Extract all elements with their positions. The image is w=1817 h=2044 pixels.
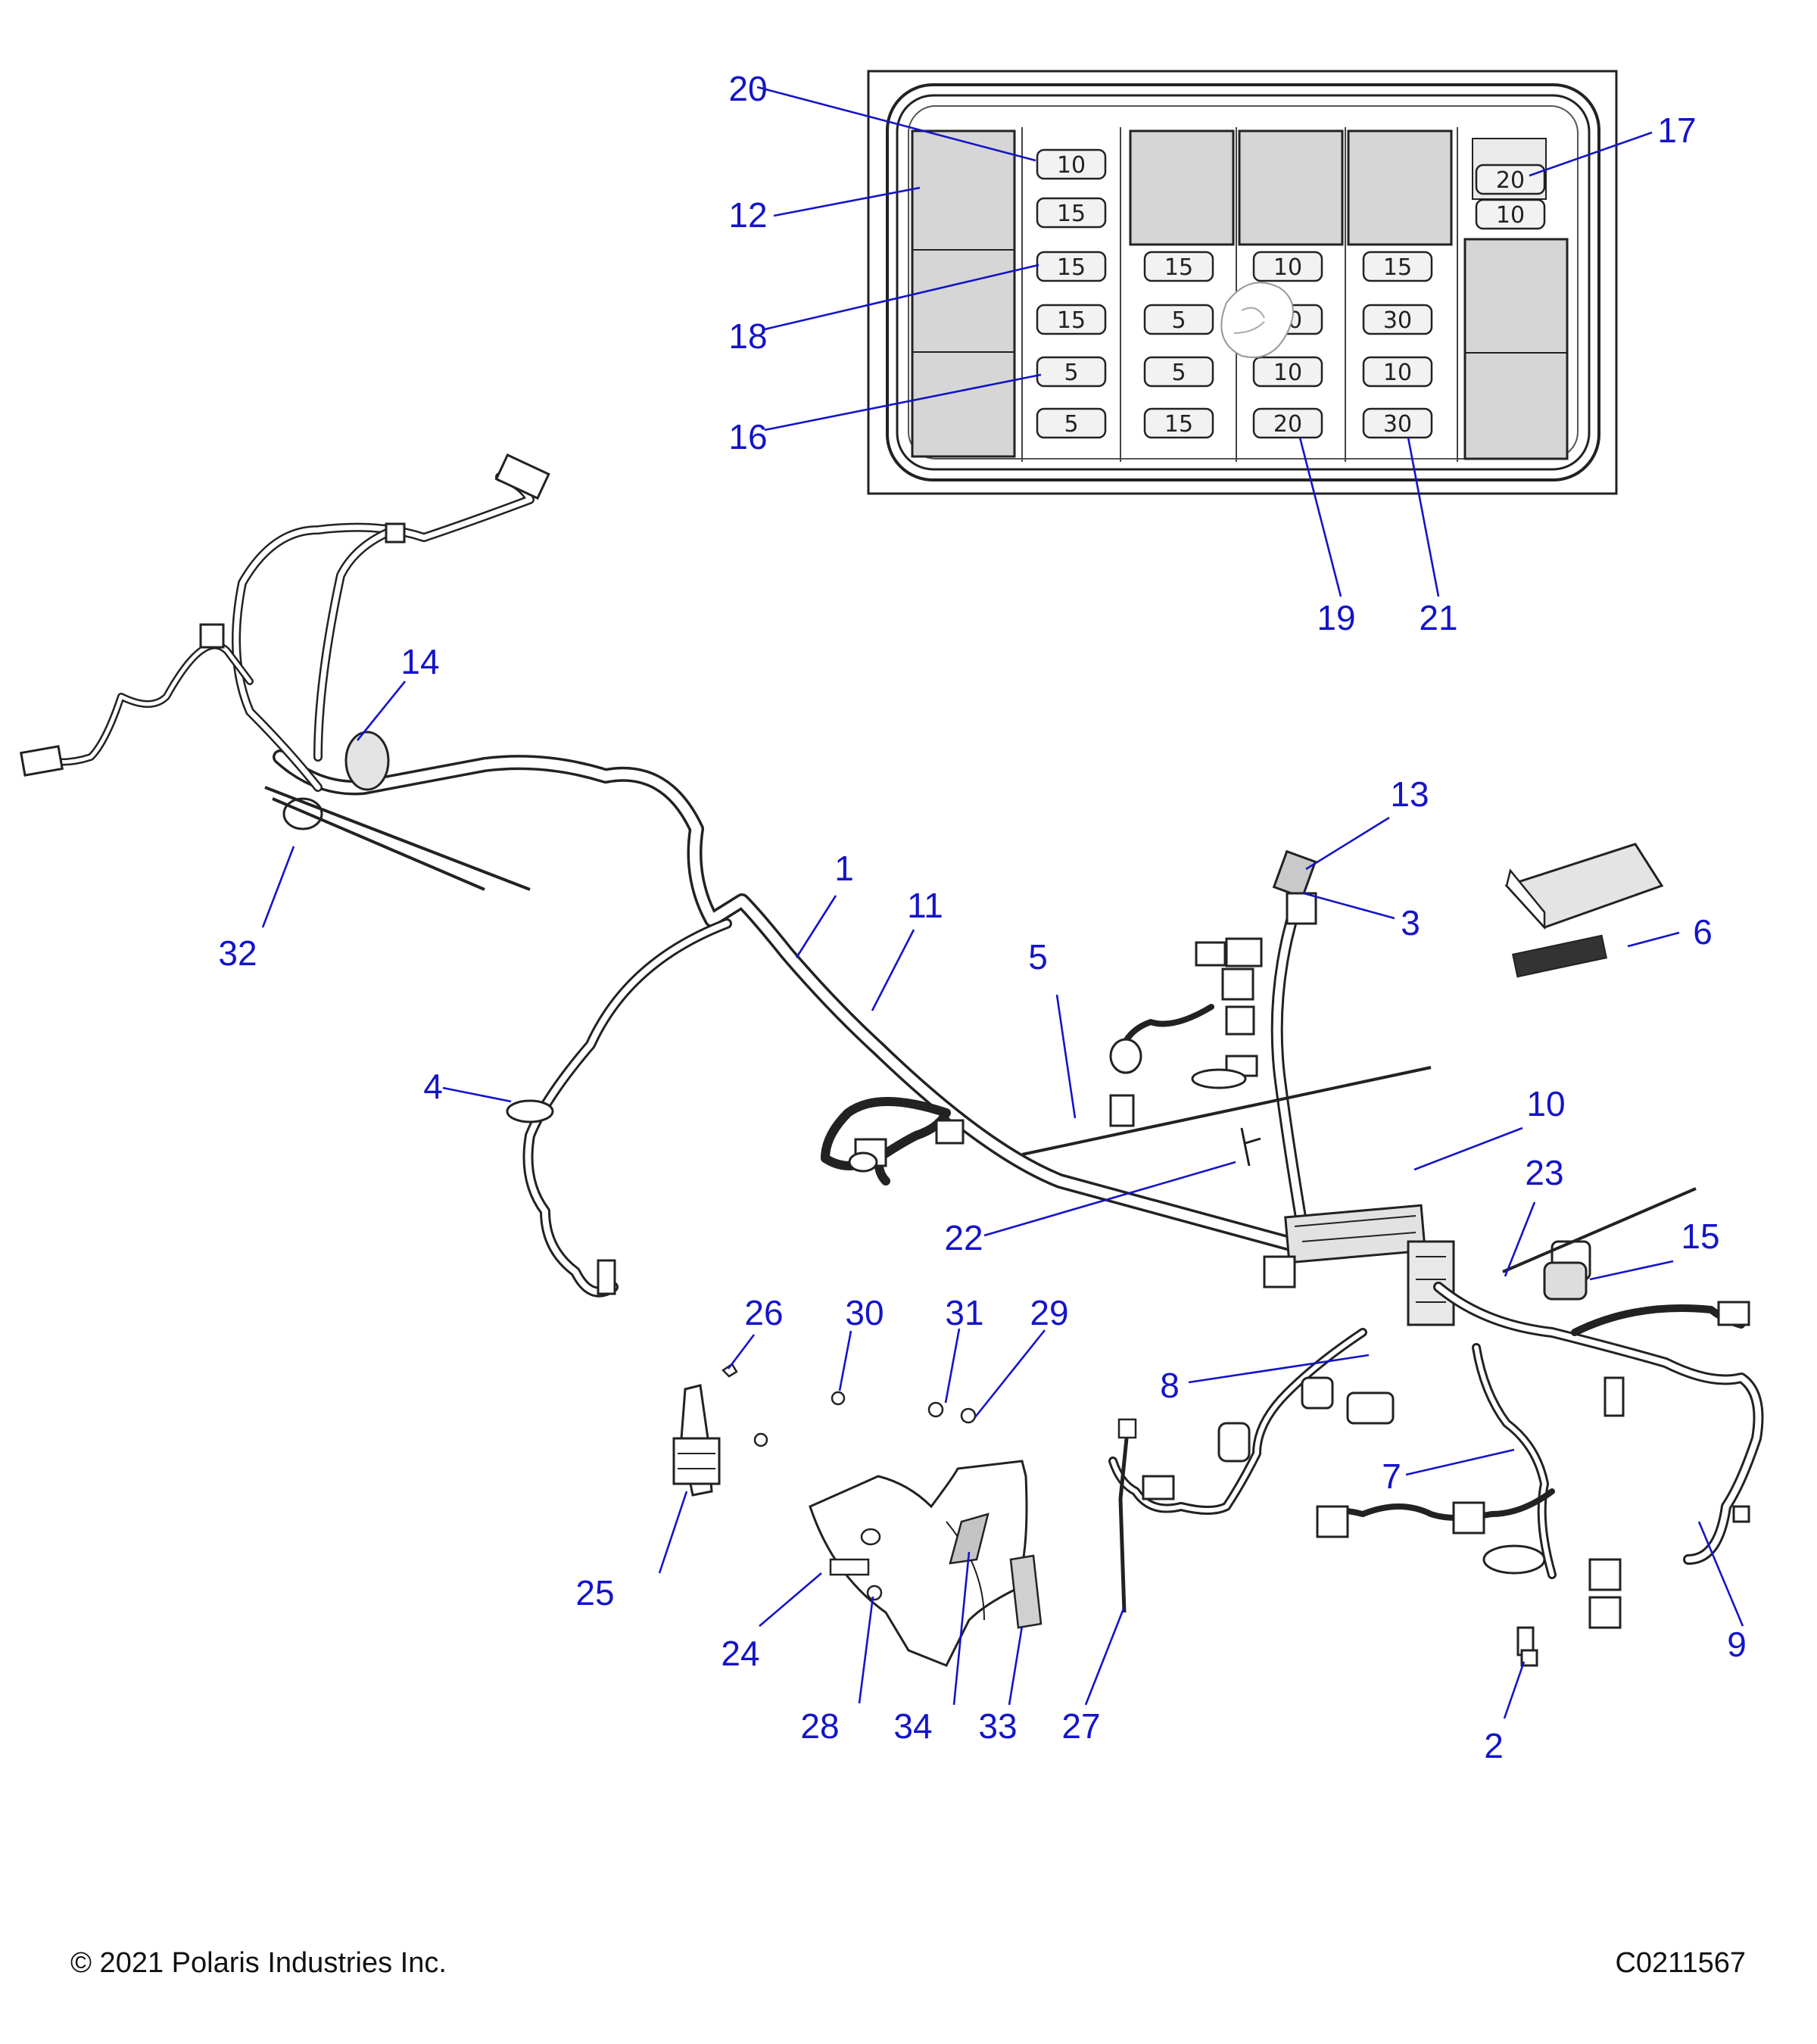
callout-29: 29	[1030, 1293, 1068, 1332]
callout-33: 33	[978, 1706, 1017, 1746]
callout-leaders	[261, 86, 1744, 1719]
callout-26: 26	[744, 1293, 783, 1332]
fuse-tr-1-label: 20	[1496, 167, 1525, 194]
fuse-column-3: 10 10 10 20	[1252, 251, 1323, 439]
fuse-box-detail: 10 15 15 15 5 5 15 5 5 15 10 10 10	[867, 70, 1618, 495]
fuse-1-1-label: 10	[1057, 152, 1086, 179]
callout-22: 22	[944, 1218, 983, 1257]
callout-19: 19	[1317, 598, 1355, 637]
fuse-column-1: 10 15 15 15 5 5	[1036, 148, 1107, 439]
copyright-notice: © 2021 Polaris Industries Inc.	[70, 1947, 447, 1979]
fuse-4-2-label: 30	[1383, 307, 1412, 334]
pad-part-33	[1009, 1554, 1043, 1629]
bracket-part-25	[672, 1384, 721, 1497]
bracket-part-24	[809, 1460, 1028, 1667]
grommet-part-14	[282, 731, 390, 830]
fuse-4-4-label: 30	[1383, 411, 1412, 438]
callout-labels: 20 12 18 16 17 19 21 14 13 3 6 1 11 5 4 …	[218, 69, 1746, 1765]
callout-24: 24	[721, 1634, 759, 1673]
fuse-3-1-label: 10	[1273, 254, 1302, 281]
fuse-3-3-label: 10	[1273, 360, 1302, 386]
fuse-2-3-label: 5	[1171, 360, 1186, 386]
relay-box-part-10	[1263, 1204, 1455, 1326]
callout-6: 6	[1693, 912, 1713, 952]
pad-part-34	[949, 1513, 990, 1565]
callout-5: 5	[1028, 937, 1048, 977]
fuse-1-3-label: 15	[1057, 254, 1086, 281]
fuse-1-2-label: 15	[1057, 201, 1086, 227]
callout-9: 9	[1727, 1625, 1747, 1664]
callout-27: 27	[1061, 1706, 1100, 1746]
fuse-2-4-label: 15	[1164, 411, 1193, 438]
callout-3: 3	[1401, 903, 1420, 943]
fuse-column-4: 15 30 10 30	[1362, 251, 1433, 439]
callout-32: 32	[218, 933, 257, 973]
callout-13: 13	[1390, 774, 1429, 814]
fuse-4-1-label: 15	[1383, 254, 1412, 281]
callout-30: 30	[845, 1293, 884, 1332]
callout-14: 14	[400, 642, 439, 681]
cable-tie-part-27	[1117, 1418, 1137, 1613]
callout-17: 17	[1657, 111, 1696, 150]
fuse-2-2-label: 5	[1171, 307, 1186, 334]
fuse-3-4-label: 20	[1273, 411, 1302, 438]
fuse-column-top-right: 20 10	[1475, 164, 1546, 230]
callout-15: 15	[1681, 1217, 1719, 1256]
fuse-1-4-label: 15	[1057, 307, 1086, 334]
connector-part-15	[1543, 1261, 1588, 1301]
relay-block-top	[1129, 129, 1453, 246]
fuse-puller-icon	[1220, 282, 1294, 358]
fuse-1-5-label: 5	[1064, 360, 1078, 386]
fuse-2-1-label: 15	[1164, 254, 1193, 281]
callout-1: 1	[834, 849, 854, 888]
callout-2: 2	[1484, 1726, 1504, 1765]
callout-7: 7	[1382, 1457, 1401, 1496]
callout-23: 23	[1525, 1153, 1563, 1192]
callout-8: 8	[1160, 1366, 1180, 1405]
callout-21: 21	[1419, 598, 1457, 637]
connector-cluster-top	[1109, 849, 1317, 1232]
fuse-1-6-label: 5	[1064, 411, 1078, 438]
fastener-parts	[722, 1363, 977, 1601]
callout-31: 31	[945, 1293, 983, 1332]
drawing-number: C0211567	[1615, 1947, 1746, 1979]
callout-28: 28	[800, 1706, 839, 1746]
relay-block-left	[911, 129, 1016, 458]
callout-25: 25	[575, 1573, 614, 1612]
callout-34: 34	[893, 1706, 932, 1746]
connector-part-22	[1240, 1127, 1261, 1167]
callout-12: 12	[728, 195, 767, 235]
ecu-module-part-6	[1504, 843, 1664, 978]
callout-18: 18	[728, 316, 767, 356]
fuse-4-3-label: 10	[1383, 360, 1412, 386]
callout-20: 20	[728, 69, 767, 108]
callout-4: 4	[423, 1067, 443, 1106]
fuse-tr-2-label: 10	[1496, 202, 1525, 229]
callout-10: 10	[1526, 1084, 1565, 1123]
callout-16: 16	[728, 417, 767, 456]
main-harness	[20, 453, 1764, 1667]
fuse-column-2: 15 5 5 15	[1143, 251, 1214, 439]
callout-11: 11	[907, 886, 943, 925]
